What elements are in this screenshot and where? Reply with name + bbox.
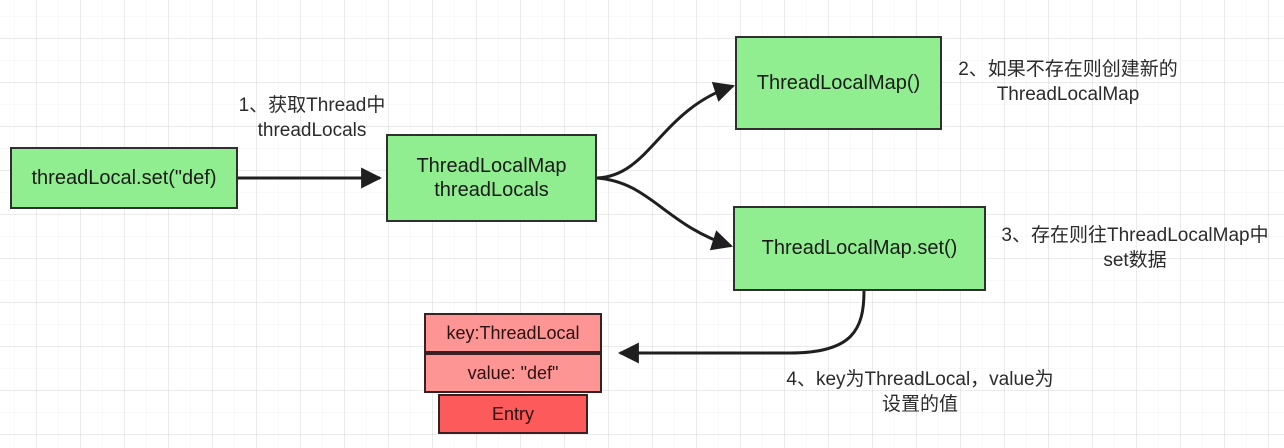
entry-type-label: Entry — [491, 403, 534, 424]
note-step-3: 3、存在则往ThreadLocalMap中 set数据 — [992, 224, 1278, 273]
note-step-2-line1: 2、如果不存在则创建新的 — [958, 59, 1178, 80]
note-step-4-line2: 设置的值 — [881, 393, 958, 415]
note-step-1: 1、获取Thread中 threadLocals — [228, 94, 396, 143]
node-threadlocal-set-label: threadLocal.set("def) — [31, 166, 217, 189]
note-step-2-line2: ThreadLocalMap — [996, 83, 1140, 105]
node-threadlocalmap-threadlocals-line1: ThreadLocalMap — [416, 154, 567, 177]
node-new-threadlocalmap-label: ThreadLocalMap() — [756, 71, 921, 94]
note-step-3-line1: 3、存在则往ThreadLocalMap中 — [1001, 225, 1269, 246]
node-threadlocalmap-set[interactable]: ThreadLocalMap.set() — [733, 206, 986, 291]
note-step-3-line2: set数据 — [1103, 249, 1167, 271]
edge-threadlocals-to-new-map — [596, 81, 735, 180]
edge-threadlocals-to-map-set — [596, 176, 734, 251]
entry-type-row[interactable]: Entry — [438, 394, 588, 434]
edge-map-set-to-entry — [617, 290, 866, 364]
note-step-2: 2、如果不存在则创建新的 ThreadLocalMap — [948, 58, 1188, 107]
note-step-1-line1: 1、获取Thread中 — [238, 95, 386, 116]
note-step-1-line2: threadLocals — [257, 119, 367, 141]
node-threadlocalmap-threadlocals[interactable]: ThreadLocalMap threadLocals — [386, 134, 597, 222]
entry-key-row[interactable]: key:ThreadLocal — [424, 313, 602, 353]
note-step-4-line1: 4、key为ThreadLocal，value为 — [786, 369, 1054, 390]
entry-value-label: value: "def" — [467, 362, 559, 383]
note-step-4: 4、key为ThreadLocal，value为 设置的值 — [770, 368, 1070, 417]
entry-value-row[interactable]: value: "def" — [424, 353, 602, 393]
node-new-threadlocalmap[interactable]: ThreadLocalMap() — [735, 36, 942, 130]
node-threadlocalmap-threadlocals-line2: threadLocals — [434, 179, 549, 201]
entry-key-label: key:ThreadLocal — [446, 322, 580, 343]
node-threadlocal-set[interactable]: threadLocal.set("def) — [10, 147, 238, 209]
node-threadlocalmap-set-label: ThreadLocalMap.set() — [761, 237, 958, 260]
